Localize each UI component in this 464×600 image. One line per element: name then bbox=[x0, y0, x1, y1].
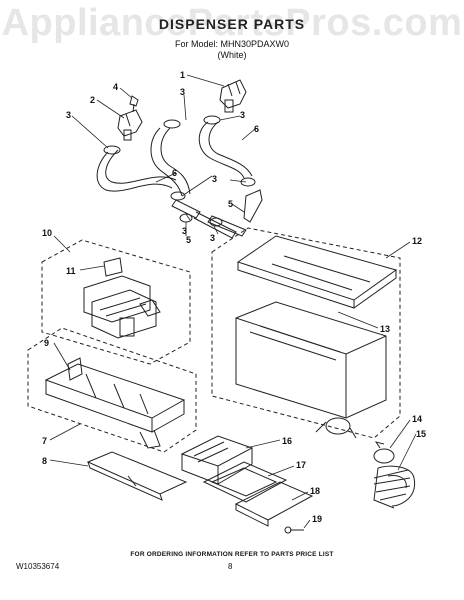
water-valve-right bbox=[219, 79, 247, 113]
drawer-face-plate bbox=[234, 481, 314, 527]
callout-3: 3 bbox=[210, 233, 215, 243]
wire-connector bbox=[129, 95, 139, 113]
watermark: AppliancePartsPros.com bbox=[1, 2, 463, 44]
callout-3: 3 bbox=[180, 87, 185, 97]
group-10-box bbox=[41, 239, 191, 365]
screw bbox=[284, 526, 304, 534]
nozzles bbox=[171, 189, 263, 239]
group-12-box bbox=[211, 227, 401, 439]
hose-left-long bbox=[96, 149, 177, 192]
dispenser-insert bbox=[83, 257, 161, 339]
color-line: (White) bbox=[217, 50, 247, 60]
callout-7: 7 bbox=[42, 436, 47, 446]
callout-labels: 1 2 3 3 3 3 3 3 4 5 5 6 6 10 11 12 13 9 … bbox=[42, 70, 426, 524]
callout-9: 9 bbox=[44, 338, 49, 348]
callout-11: 11 bbox=[66, 266, 76, 276]
model-line: For Model: MHN30PDAXW0 bbox=[174, 39, 290, 49]
callout-5: 5 bbox=[228, 199, 233, 209]
callout-10: 10 bbox=[42, 228, 52, 238]
document-id: W10353674 bbox=[16, 562, 60, 571]
water-valve-left bbox=[117, 109, 143, 141]
hose-clamp-bellows bbox=[373, 441, 395, 464]
drawer-front-frame bbox=[180, 435, 254, 485]
callout-3: 3 bbox=[212, 174, 217, 184]
bellows-hose bbox=[373, 465, 416, 509]
diagram-title: DISPENSER PARTS bbox=[158, 16, 306, 32]
ordering-note: FOR ORDERING INFORMATION REFER TO PARTS … bbox=[130, 551, 334, 558]
dispenser-drawer bbox=[44, 357, 186, 449]
callout-3: 3 bbox=[66, 110, 71, 120]
callout-4: 4 bbox=[113, 82, 118, 92]
callout-8: 8 bbox=[42, 456, 47, 466]
dispenser-housing bbox=[235, 301, 387, 439]
callout-14: 14 bbox=[412, 414, 422, 424]
callout-5: 5 bbox=[186, 235, 191, 245]
page-number: 8 bbox=[228, 562, 233, 571]
callout-19: 19 bbox=[312, 514, 322, 524]
hose-middle bbox=[150, 127, 191, 197]
drawer-handle bbox=[86, 451, 188, 501]
callout-6: 6 bbox=[172, 168, 177, 178]
callout-13: 13 bbox=[380, 324, 390, 334]
callout-6: 6 bbox=[254, 124, 259, 134]
callout-15: 15 bbox=[416, 429, 426, 439]
callout-12: 12 bbox=[412, 236, 422, 246]
callout-3: 3 bbox=[182, 226, 187, 236]
drawer-gasket bbox=[202, 461, 288, 503]
callout-1: 1 bbox=[180, 70, 185, 80]
hose-right-upper bbox=[198, 121, 253, 179]
callout-16: 16 bbox=[282, 436, 292, 446]
callout-2: 2 bbox=[90, 95, 95, 105]
leader-lines bbox=[49, 74, 417, 529]
callout-3: 3 bbox=[240, 110, 245, 120]
dispenser-housing-cover bbox=[236, 235, 398, 309]
callout-18: 18 bbox=[310, 486, 320, 496]
group-9-box bbox=[27, 327, 197, 453]
callout-17: 17 bbox=[296, 460, 306, 470]
